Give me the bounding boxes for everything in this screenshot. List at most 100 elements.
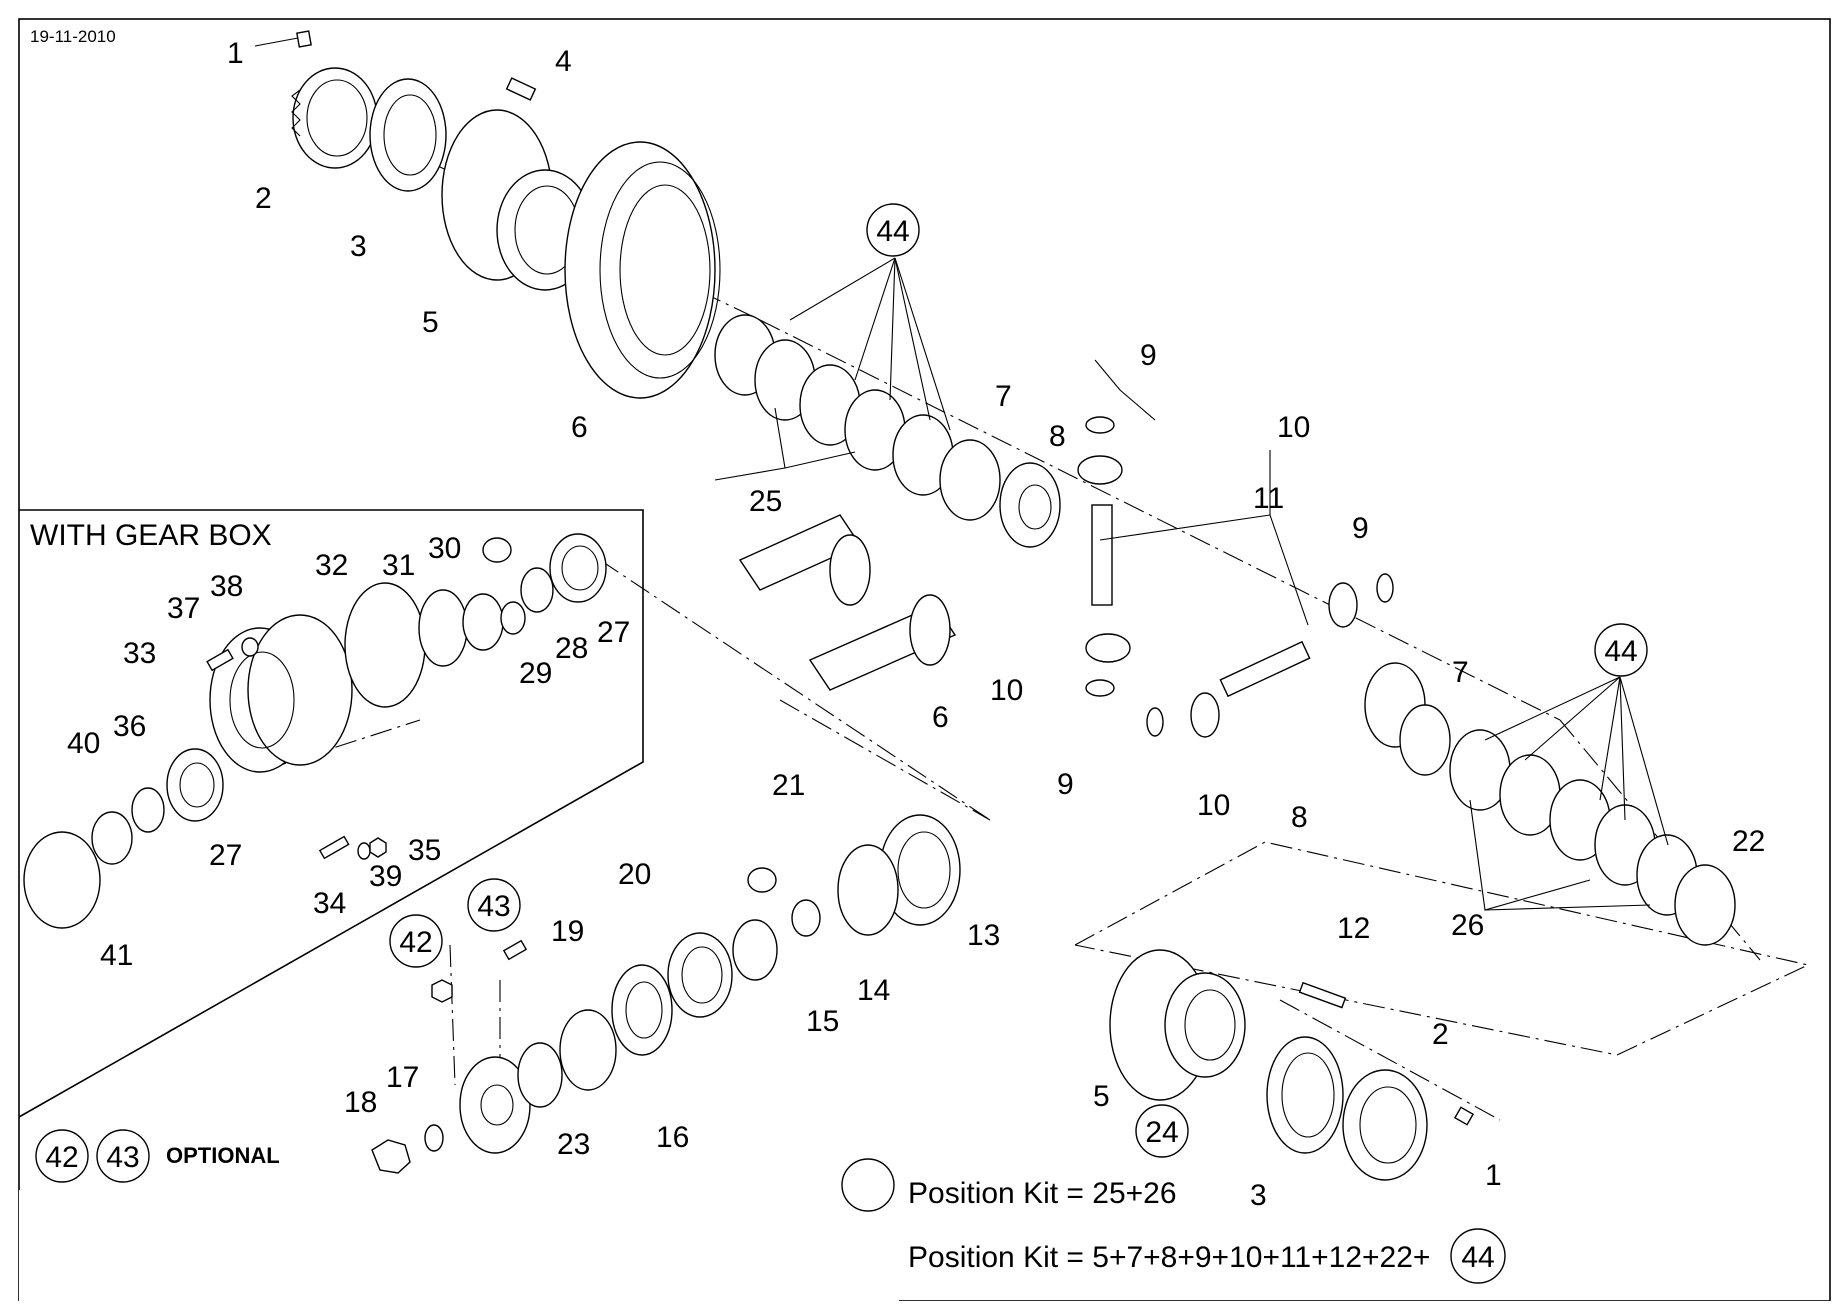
part-label: 10 xyxy=(1197,789,1230,822)
part-nut-40 xyxy=(91,811,133,865)
part-label: 22 xyxy=(1732,825,1765,858)
part-label: 30 xyxy=(428,532,461,565)
part-shim-19 xyxy=(559,1009,617,1091)
part-bearing-3-top xyxy=(369,78,447,192)
part-shim-21 xyxy=(837,844,899,936)
part-housing-33 xyxy=(209,614,353,773)
part-bearing-3-bottom xyxy=(1266,1036,1344,1154)
part-stud-34 xyxy=(318,835,350,860)
part-label: 4 xyxy=(555,45,572,78)
part-bolt-12 xyxy=(1298,981,1347,1009)
part-ring-14 xyxy=(747,867,821,937)
part-label: 10 xyxy=(1277,411,1310,444)
part-label: 23 xyxy=(557,1128,590,1161)
part-label: 21 xyxy=(772,769,805,802)
part-seal-16 xyxy=(611,964,673,1056)
part-label: 36 xyxy=(113,710,146,743)
part-label: 9 xyxy=(1057,768,1074,801)
date-stamp: 19-11-2010 xyxy=(30,27,116,46)
part-disc-pack-25 xyxy=(714,314,1001,521)
kit-legend: Position Kit = 25+26 Position Kit = 5+7+… xyxy=(841,1158,1506,1284)
circled-labels: 44 44 43 42 24 xyxy=(389,203,1648,1158)
optional-circle-42: 42 xyxy=(45,1141,78,1174)
part-spacer-15 xyxy=(732,919,778,981)
part-label: 12 xyxy=(1337,912,1370,945)
optional-circle-43: 43 xyxy=(106,1141,139,1174)
part-label: 39 xyxy=(369,860,402,893)
part-label: 35 xyxy=(408,834,441,867)
circled-label: 44 xyxy=(1604,635,1637,668)
part-label: 16 xyxy=(656,1121,689,1154)
part-label: 2 xyxy=(255,182,272,215)
part-bearing-27-upper xyxy=(549,533,607,603)
part-label: 38 xyxy=(210,570,243,603)
part-label: 40 xyxy=(67,727,100,760)
part-label: 5 xyxy=(1093,1080,1110,1113)
part-label: 11 xyxy=(1253,482,1284,515)
part-ring-17 xyxy=(424,1124,444,1152)
part-label: 15 xyxy=(806,1005,839,1038)
part-ring-29 xyxy=(482,537,526,635)
kit-line-1: Position Kit = 25+26 xyxy=(908,1177,1177,1210)
circled-label: 43 xyxy=(477,890,510,923)
part-pinion-shafts-6 xyxy=(738,514,957,691)
part-label: 1 xyxy=(227,37,244,70)
part-label: 9 xyxy=(1140,339,1157,372)
part-label: 14 xyxy=(857,974,890,1007)
part-label: 7 xyxy=(1452,656,1469,689)
part-label: 37 xyxy=(167,592,200,625)
part-label: 13 xyxy=(967,919,1000,952)
circled-label: 42 xyxy=(399,926,432,959)
leader-lines xyxy=(714,257,1669,911)
part-nut-42 xyxy=(431,979,453,1003)
part-label: 6 xyxy=(571,411,588,444)
part-label: 19 xyxy=(551,915,584,948)
part-oring-41 xyxy=(23,831,101,929)
part-label: 10 xyxy=(990,674,1023,707)
part-spacer-28 xyxy=(520,567,554,613)
part-ring-nut-2-top xyxy=(291,67,378,169)
part-bolt-37 xyxy=(206,648,234,672)
part-crown-gear-6 xyxy=(564,141,721,399)
circled-label: 44 xyxy=(876,215,909,248)
inset-title: WITH GEAR BOX xyxy=(30,519,272,552)
part-bearing-20 xyxy=(667,932,733,1018)
part-number-labels: 1 4 2 3 5 6 9 7 8 10 25 11 9 6 10 9 10 8… xyxy=(67,37,1765,1212)
part-seal-36 xyxy=(131,787,165,833)
part-ring-nut-2-bottom xyxy=(1342,1069,1428,1181)
part-washer-39 xyxy=(357,842,371,860)
part-bearing-27-lower xyxy=(166,748,224,822)
gear-box-inset: WITH GEAR BOX xyxy=(18,509,644,1118)
cover-strip xyxy=(19,1190,899,1301)
circled-label: 24 xyxy=(1145,1116,1178,1149)
part-disc-pack-26 xyxy=(1364,662,1736,946)
part-label: 26 xyxy=(1451,909,1484,942)
part-label: 8 xyxy=(1291,801,1308,834)
part-bolt-1-bottom xyxy=(1453,1106,1475,1126)
part-label: 27 xyxy=(597,616,630,649)
part-label: 8 xyxy=(1049,420,1066,453)
optional-label: OPTIONAL xyxy=(166,1143,280,1168)
part-seal-30 xyxy=(462,593,504,651)
part-label: 32 xyxy=(315,549,348,582)
part-label: 2 xyxy=(1432,1018,1449,1051)
part-label: 5 xyxy=(422,306,439,339)
part-washer-38 xyxy=(241,637,259,657)
part-label: 6 xyxy=(932,701,949,734)
part-oring-31 xyxy=(418,589,468,667)
part-label: 27 xyxy=(209,839,242,872)
part-label: 20 xyxy=(618,858,651,891)
part-label: 29 xyxy=(519,657,552,690)
part-diff-case-5-bottom xyxy=(1109,949,1246,1101)
part-label: 28 xyxy=(555,632,588,665)
part-label: 18 xyxy=(344,1086,377,1119)
optional-legend: 42 43 OPTIONAL xyxy=(35,1129,280,1183)
part-label: 1 xyxy=(1485,1159,1502,1192)
part-label: 34 xyxy=(313,887,346,920)
part-gasket-32 xyxy=(344,582,426,708)
part-bolt-1-top xyxy=(254,30,312,48)
part-label: 3 xyxy=(350,230,367,263)
part-label: 7 xyxy=(995,380,1012,413)
part-label: 31 xyxy=(382,549,415,582)
